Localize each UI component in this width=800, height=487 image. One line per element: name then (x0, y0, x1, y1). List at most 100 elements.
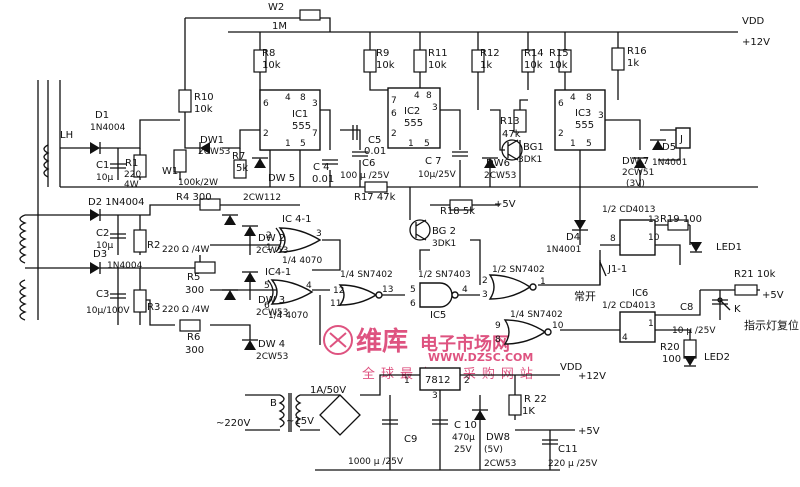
capacitor-c11 (542, 439, 558, 445)
label-r11v: 10k (428, 60, 447, 71)
ic2-555 (387, 87, 441, 149)
pin: 5 (300, 139, 306, 149)
label-ic41b: IC4-1 (265, 267, 291, 278)
label-changkai: 常开 (574, 290, 596, 303)
label-w1: W1 (162, 166, 178, 177)
watermark-logo-icon (323, 325, 353, 355)
pin: 1 (408, 139, 414, 149)
label-c10w: 25V (454, 445, 472, 455)
zener-dw8 (472, 409, 488, 420)
label-d2: D2 1N4004 (88, 197, 145, 208)
capacitor-c9 (382, 419, 398, 425)
pin: 1 (266, 243, 272, 253)
label-r2: R2 (147, 240, 160, 251)
pin: 8 (586, 93, 592, 103)
resistor-r2 (133, 229, 147, 253)
label-d5: D5 (662, 142, 676, 153)
watermark-url: WWW.DZSC.COM (428, 351, 533, 364)
label-r14: R14 (524, 48, 544, 59)
label-c4v: 0.01 (312, 174, 334, 185)
pin: 8 (300, 93, 306, 103)
resistor-r11 (413, 49, 427, 73)
label-r8v: 10k (262, 60, 281, 71)
label-r19: R19 100 (660, 214, 702, 225)
pin: 4 (285, 93, 291, 103)
gate-xor-ic4-1b (267, 279, 314, 305)
label-c4: C 4 (313, 162, 330, 173)
pin: 6 (410, 299, 416, 309)
label-dw4v: 2CW53 (256, 352, 288, 362)
capacitor-c10 (432, 419, 448, 425)
label-dw7w: (3V) (626, 179, 645, 189)
pin: 8 (495, 335, 501, 345)
gate-xor-ic4-1 (275, 227, 322, 253)
pin: 4 (622, 333, 628, 343)
label-r21: R21 10k (734, 269, 776, 280)
watermark-brand2: 电子市场网 (420, 333, 510, 355)
resistor-r19 (667, 219, 689, 231)
capacitor-c4 (322, 159, 338, 165)
resistor-r8 (253, 49, 267, 73)
switch-k (717, 297, 731, 311)
label-dw5v: 2CW112 (243, 193, 281, 203)
pin: 11 (330, 299, 341, 309)
label-dw2v: 2CW53 (256, 246, 288, 256)
label-d5v: 1N4001 (652, 158, 687, 168)
label-c5: C5 (368, 135, 381, 146)
label-plus5-b: +5V (762, 290, 784, 301)
pin: 1 (540, 277, 546, 287)
vdd-top: VDD (742, 16, 765, 27)
relay-contact-j1-1 (599, 261, 607, 277)
resistor-r10 (178, 89, 192, 113)
diode-d5 (650, 139, 666, 150)
resistor-r9 (363, 49, 377, 73)
inductor-2 (19, 214, 27, 264)
resistor-r7 (233, 159, 247, 179)
label-r1: R1 (125, 158, 138, 169)
ic6b-cd4013 (619, 311, 656, 343)
label-ac15: ~15V (286, 416, 314, 427)
potentiometer-w2 (299, 9, 321, 21)
label-ic2v: 555 (404, 118, 423, 129)
label-dw8w: 2CW53 (484, 459, 516, 469)
pin: 9 (495, 321, 501, 331)
label-bg1: BG1 (523, 142, 544, 153)
pin: 1 (570, 139, 576, 149)
label-r2v: 220 Ω /4W (162, 245, 210, 255)
label-r15: R15 (549, 48, 569, 59)
capacitor-c6 (352, 151, 368, 157)
label-ic6a: 1/2 CD4013 (602, 205, 655, 215)
label-ic5: IC5 (430, 310, 446, 321)
capacitor-c1 (110, 163, 126, 169)
label-c6v: 100 μ /25V (340, 171, 390, 181)
pin: 4 (414, 91, 420, 101)
zener-dw5 (252, 157, 268, 168)
zener-dw4 (242, 339, 258, 350)
label-ic1v: 555 (292, 121, 311, 132)
capacitor-c7 (452, 151, 468, 157)
diode-d3 (90, 262, 101, 274)
pin: 5 (424, 139, 430, 149)
pin: 6 (264, 301, 270, 311)
label-ic2: IC2 (404, 106, 420, 117)
label-k: K (734, 304, 741, 315)
label-c11v: 220 μ /25V (548, 459, 598, 469)
label-c1v: 10μ (96, 173, 113, 183)
label-r12: R12 (480, 48, 500, 59)
label-ic41bv: 1/4 4070 (268, 311, 309, 321)
label-j: J (679, 134, 683, 145)
label-reg: 7812 (425, 375, 450, 386)
label-ic3v: 555 (575, 120, 594, 131)
label-d4v: 1N4001 (546, 245, 581, 255)
resistor-r12 (471, 49, 485, 73)
led1-icon (690, 242, 702, 253)
label-c10v: 470μ (452, 433, 475, 443)
label-c6: C6 (362, 158, 375, 169)
bridge-rectifier (319, 394, 361, 436)
resistor-r3 (133, 289, 147, 313)
label-d3v: 1N4004 (107, 261, 143, 271)
label-r7: R7 (232, 151, 245, 162)
label-ic41v: 1/4 4070 (282, 256, 323, 266)
transformer-b (278, 393, 302, 432)
label-r22v: 1K (522, 406, 535, 417)
